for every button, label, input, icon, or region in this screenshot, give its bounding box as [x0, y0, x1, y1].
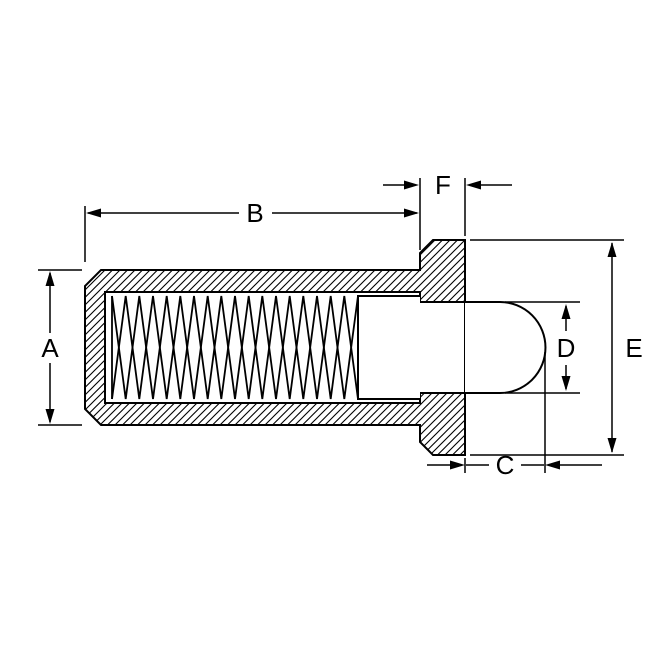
dimension-c: C	[427, 352, 602, 480]
dim-label-d: D	[557, 333, 576, 363]
extension-line	[38, 269, 82, 426]
arrow-down-icon	[561, 376, 571, 391]
arrow-down-icon	[607, 438, 617, 453]
arrow-up-icon	[607, 242, 617, 257]
arrow-left-icon	[466, 180, 481, 190]
dim-label-c: C	[496, 450, 515, 480]
arrow-right-icon	[404, 208, 419, 218]
arrow-right-icon	[404, 180, 419, 190]
dimension-d: D	[505, 301, 580, 394]
extension-line	[505, 301, 580, 394]
dimension-f: F	[383, 170, 512, 236]
arrow-up-icon	[561, 304, 571, 319]
dimension-b: B	[84, 178, 421, 262]
dimension-e: E	[470, 239, 643, 456]
spring-zigzag-front	[111, 295, 359, 400]
dim-label-b: B	[246, 198, 263, 228]
dim-label-e: E	[625, 333, 642, 363]
plunger-pin	[357, 295, 547, 400]
arrow-right-icon	[450, 460, 465, 470]
extension-line	[84, 178, 421, 262]
arrow-up-icon	[45, 271, 55, 286]
arrow-left-icon	[545, 460, 560, 470]
arrow-down-icon	[45, 409, 55, 424]
extension-line	[464, 352, 546, 473]
dimension-a: A	[38, 269, 82, 426]
plunger-head	[357, 295, 420, 400]
spring-zigzag-back	[111, 295, 359, 400]
plunger-nose	[465, 301, 547, 394]
dim-label-f: F	[435, 170, 451, 200]
spring-coil	[111, 295, 359, 400]
arrow-left-icon	[86, 208, 101, 218]
extension-line	[470, 239, 624, 456]
dim-label-a: A	[41, 333, 59, 363]
